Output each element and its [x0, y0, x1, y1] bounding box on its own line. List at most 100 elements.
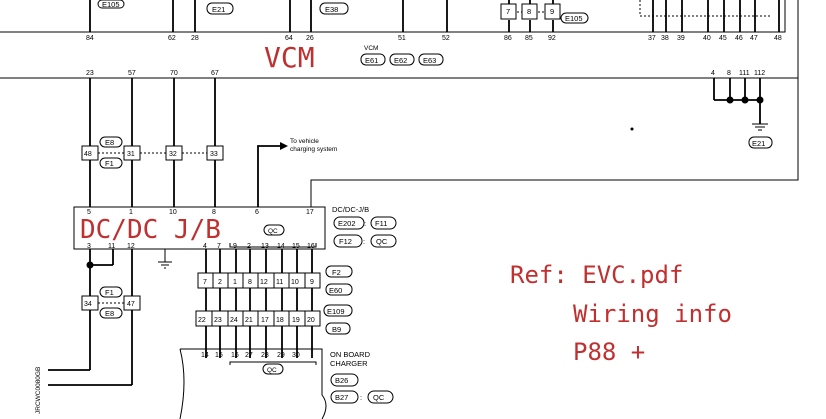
e109-box: 21: [245, 317, 253, 324]
vcm-top-tag: E21: [212, 5, 225, 14]
vcm-top-pin: 38: [661, 35, 669, 42]
charger-label-line2: CHARGER: [330, 359, 368, 368]
vcm-top-pin: 86: [504, 35, 512, 42]
vcm-top-pin: 37: [648, 35, 656, 42]
vcm-bottom-pin: 111: [739, 70, 750, 77]
f2-tag: F2: [332, 268, 341, 277]
vcm-bottom-pin: 57: [128, 70, 136, 77]
f2-box: 2: [218, 279, 222, 286]
dcdc-bottom-pin: 13: [261, 243, 269, 250]
vcm-bottom-pin: 67: [211, 70, 219, 77]
arrow-label-line2: charging system: [290, 146, 337, 153]
dcdc-conn-e202: E202: [338, 219, 356, 228]
vcm-top-pin: 64: [285, 35, 293, 42]
vcm-top-pin: 62: [168, 35, 176, 42]
dcdc-conn-f11: F11: [375, 219, 387, 228]
junction-box: 31: [127, 151, 135, 158]
e109-box: 18: [276, 317, 284, 324]
charger-conn-b26: B26: [335, 376, 348, 385]
dcdc-conn-f12: F12: [339, 237, 352, 246]
charger-pin: 15: [215, 352, 223, 359]
vcm-top-pin: 47: [750, 35, 758, 42]
ground-tag: E21: [752, 139, 765, 148]
vcm-bottom-pin: 112: [754, 70, 765, 77]
vcm-top-box: 7: [506, 7, 510, 16]
arrow-label-line1: To vehicle: [290, 138, 319, 145]
e109-box: 22: [198, 317, 206, 324]
vcm-top-box: 9: [550, 7, 554, 16]
charger-conn-b27: B27: [335, 393, 348, 402]
dcdc-big-label: DC/DC J/B: [80, 215, 221, 245]
dcdc-top-pin: 17: [306, 209, 314, 216]
vcm-top-pin: 40: [703, 35, 711, 42]
dcdc-top-pin: 5: [87, 209, 91, 216]
svg-text::: :: [363, 237, 365, 246]
vcm-top-box: 8: [527, 7, 531, 16]
dcdc-top-pin: 8: [212, 209, 216, 216]
vcm-top-pin: 84: [86, 35, 94, 42]
f2-box: 10: [291, 279, 299, 286]
junction-tag-top: E8: [105, 138, 114, 147]
vcm-bottom-pin: 23: [86, 70, 94, 77]
e60-tag: E60: [329, 286, 342, 295]
charger-pin: 28: [261, 352, 269, 359]
junction-tag-bottom: F1: [105, 159, 114, 168]
vcm-connector: E61: [365, 56, 378, 65]
f2-box: 7: [203, 279, 207, 286]
dcdc-bottom-pin: 16: [307, 243, 315, 250]
dcdc-bottom-pin: 7: [217, 243, 221, 250]
f2-box: 8: [248, 279, 252, 286]
lower-left-tag-top: F1: [105, 288, 114, 297]
dcdc-title: DC/DC-J/B: [332, 205, 369, 214]
side-code: JRCWC0080GB: [35, 367, 42, 414]
vcm-top-pin: 46: [735, 35, 743, 42]
dcdc-bottom-pin: 15: [292, 243, 300, 250]
e109-box: 23: [214, 317, 222, 324]
e109-box: 20: [307, 317, 315, 324]
vcm-big-label: VCM: [264, 41, 315, 74]
vcm-top-pin: 51: [398, 35, 406, 42]
dcdc-bottom-pin: 9: [233, 243, 237, 250]
vcm-bottom-pin: 4: [711, 70, 715, 77]
junction-box: 32: [169, 151, 177, 158]
dcdc-top-pin: 6: [255, 209, 259, 216]
vcm-top-pin: 45: [719, 35, 727, 42]
dcdc-conn-qc: QC: [376, 237, 388, 246]
vcm-bottom-pin: 8: [727, 70, 731, 77]
vcm-top-pin: 39: [677, 35, 685, 42]
b9-tag: B9: [332, 325, 341, 334]
e109-box: 24: [230, 317, 238, 324]
vcm-connector: E62: [394, 56, 407, 65]
f2-box: 11: [276, 279, 283, 286]
charger-pin: 27: [245, 352, 253, 359]
vcm-top-pin: 92: [548, 35, 556, 42]
f2-box: 9: [310, 279, 314, 286]
dcdc-top-pin: 10: [169, 209, 177, 216]
dcdc-bottom-pin: 11: [108, 243, 115, 250]
dcdc-bottom-pin: 4: [203, 243, 207, 250]
vcm-top-pin: 26: [306, 35, 314, 42]
lower-left-box: 47: [127, 301, 135, 308]
junction-box: 33: [210, 151, 218, 158]
charger-pin: 16: [231, 352, 239, 359]
dcdc-bottom-pin: 12: [127, 243, 135, 250]
e109-box: 19: [292, 317, 300, 324]
e109-tag: E109: [327, 307, 345, 316]
ref-line2: Wiring info: [573, 300, 732, 328]
dcdc-bottom-pin: 14: [277, 243, 285, 250]
dcdc-top-pin: 1: [129, 209, 133, 216]
ref-line3: P88 +: [573, 338, 645, 366]
charger-qc: QC: [267, 367, 277, 374]
dcdc-bottom-pin: 2: [247, 243, 251, 250]
dcdc-qc-tag: QC: [268, 228, 278, 235]
lower-left-box: 34: [84, 301, 92, 308]
svg-text::: :: [360, 393, 362, 402]
vcm-connector: E63: [423, 56, 436, 65]
charger-pin: 30: [292, 352, 300, 359]
charger-conn-qc: QC: [373, 393, 385, 402]
vcm-top-tag: E38: [325, 5, 338, 14]
charger-pin: 14: [201, 352, 209, 359]
f2-box: 1: [233, 279, 237, 286]
vcm-bottom-pin: 70: [170, 70, 178, 77]
